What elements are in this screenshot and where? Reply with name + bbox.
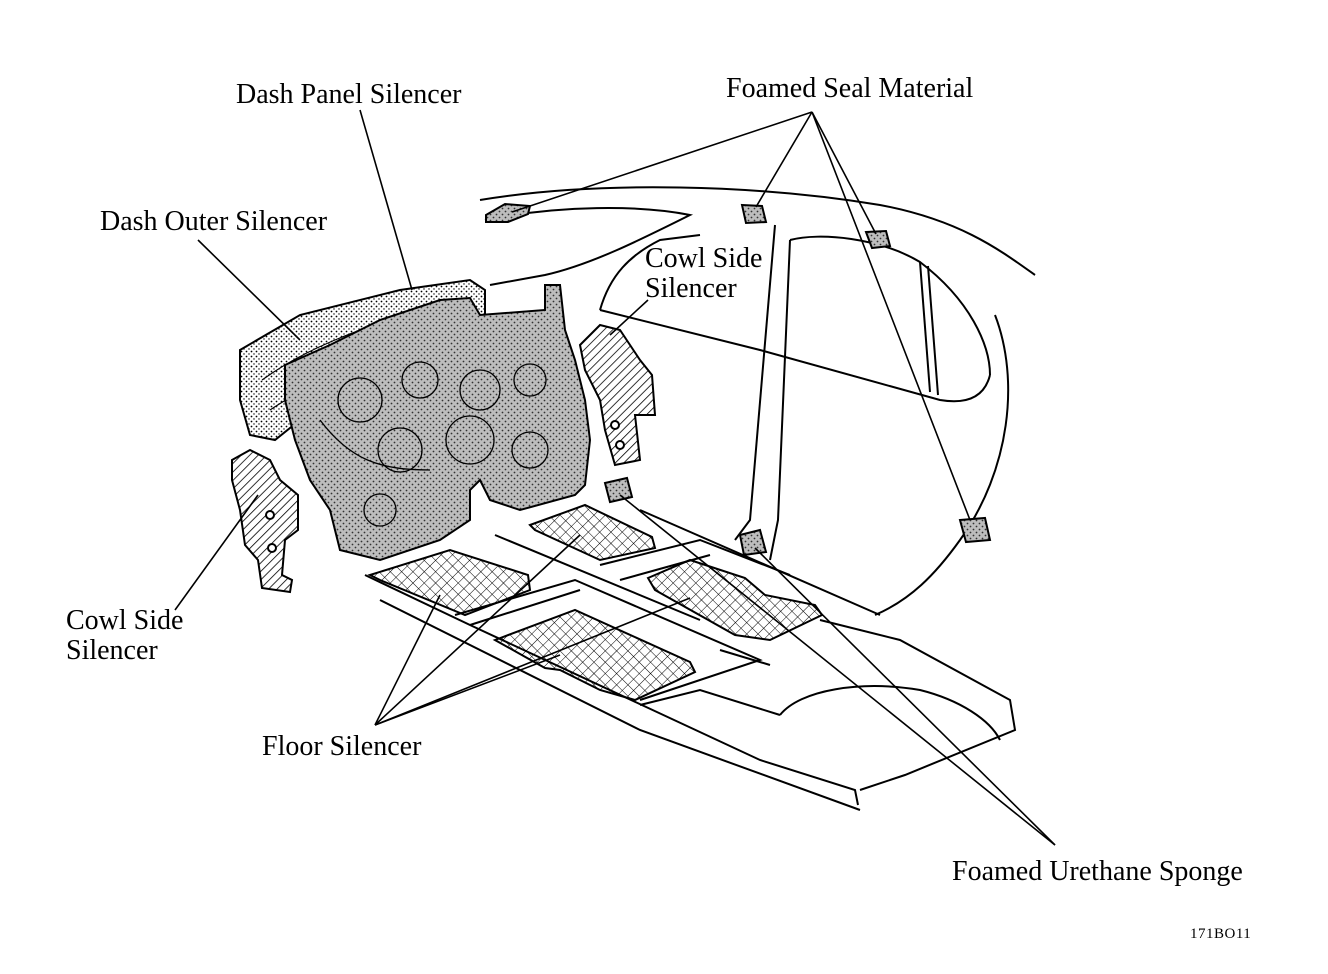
label-cowl-side-silencer-left-line1: Cowl Side bbox=[66, 605, 184, 636]
label-dash-outer-silencer: Dash Outer Silencer bbox=[100, 206, 328, 237]
foamed-seal-pad bbox=[485, 202, 532, 223]
leader-lines bbox=[174, 109, 1056, 846]
label-cowl-side-silencer-right-line2: Silencer bbox=[645, 273, 737, 304]
body-outline bbox=[364, 186, 1036, 811]
cowl-side-silencer-left bbox=[231, 448, 299, 594]
figure-code: 171BO11 bbox=[1190, 926, 1252, 942]
label-foamed-urethane-sponge: Foamed Urethane Sponge bbox=[952, 856, 1243, 887]
label-floor-silencer: Floor Silencer bbox=[262, 731, 422, 762]
floor-silencer-front-right bbox=[528, 503, 657, 562]
cowl-side-silencer-right bbox=[578, 323, 657, 467]
foamed-seal-pad bbox=[740, 203, 768, 225]
dash-panel-silencer bbox=[284, 284, 592, 562]
label-foamed-seal-material: Foamed Seal Material bbox=[726, 73, 974, 104]
foamed-seal-pad bbox=[864, 229, 892, 250]
foamed-seal-pads bbox=[485, 202, 992, 557]
foamed-seal-pad bbox=[958, 516, 992, 544]
label-dash-panel-silencer: Dash Panel Silencer bbox=[236, 79, 462, 110]
floor-silencers bbox=[367, 503, 824, 702]
foamed-urethane-pad bbox=[738, 528, 768, 557]
floor-silencer-rear-right bbox=[646, 558, 824, 642]
floor-silencer-rear-left bbox=[492, 608, 697, 702]
label-cowl-side-silencer-right-line1: Cowl Side bbox=[645, 243, 763, 274]
label-cowl-side-silencer-left-line2: Silencer bbox=[66, 635, 158, 666]
floor-silencer-front-left bbox=[367, 548, 532, 617]
foamed-urethane-pad bbox=[603, 476, 634, 504]
